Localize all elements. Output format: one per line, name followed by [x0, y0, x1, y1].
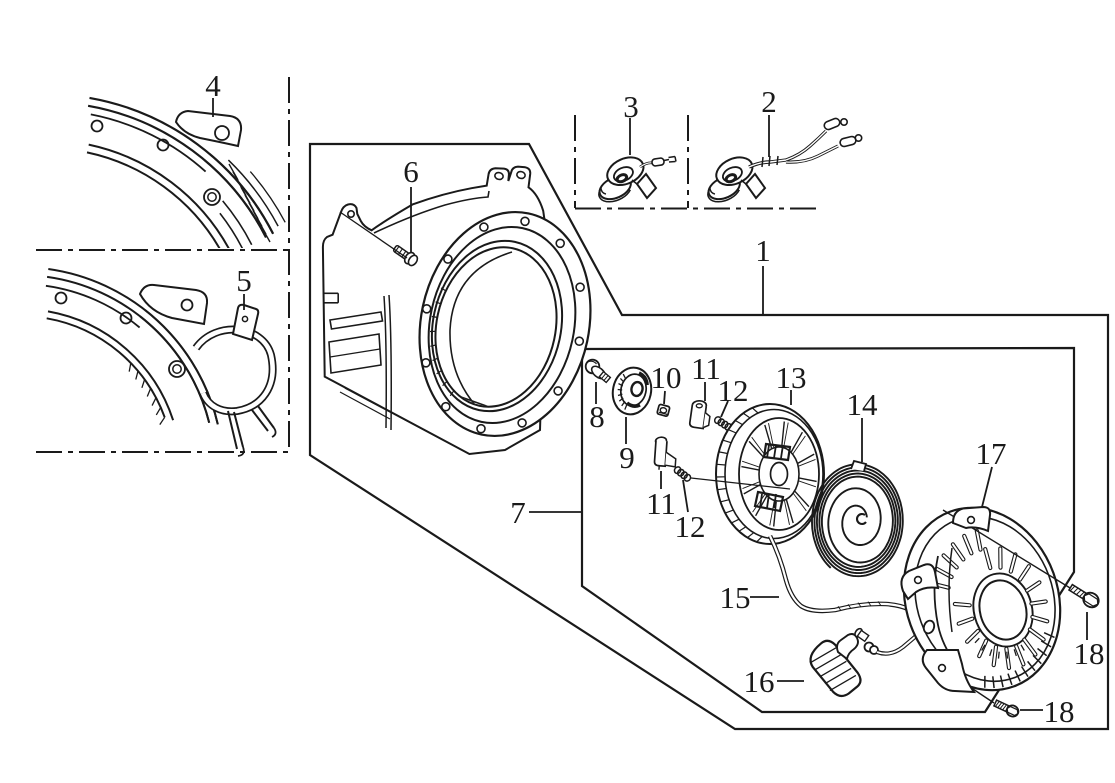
- svg-text:1: 1: [755, 233, 771, 268]
- svg-text:16: 16: [744, 664, 775, 699]
- svg-text:2: 2: [761, 84, 777, 119]
- svg-text:11: 11: [646, 486, 676, 521]
- svg-text:15: 15: [720, 580, 751, 615]
- svg-text:18: 18: [1044, 694, 1075, 729]
- svg-text:5: 5: [236, 263, 252, 298]
- svg-text:13: 13: [776, 360, 807, 395]
- svg-text:9: 9: [619, 440, 635, 475]
- svg-text:3: 3: [623, 89, 639, 124]
- svg-text:11: 11: [691, 351, 721, 386]
- svg-text:18: 18: [1074, 636, 1105, 671]
- svg-text:8: 8: [589, 399, 605, 434]
- svg-text:12: 12: [718, 373, 749, 408]
- svg-text:6: 6: [403, 154, 419, 189]
- svg-text:17: 17: [976, 436, 1007, 471]
- svg-text:10: 10: [651, 360, 682, 395]
- svg-text:14: 14: [847, 387, 879, 422]
- svg-text:7: 7: [510, 495, 526, 530]
- svg-text:12: 12: [675, 509, 706, 544]
- svg-text:4: 4: [205, 68, 221, 103]
